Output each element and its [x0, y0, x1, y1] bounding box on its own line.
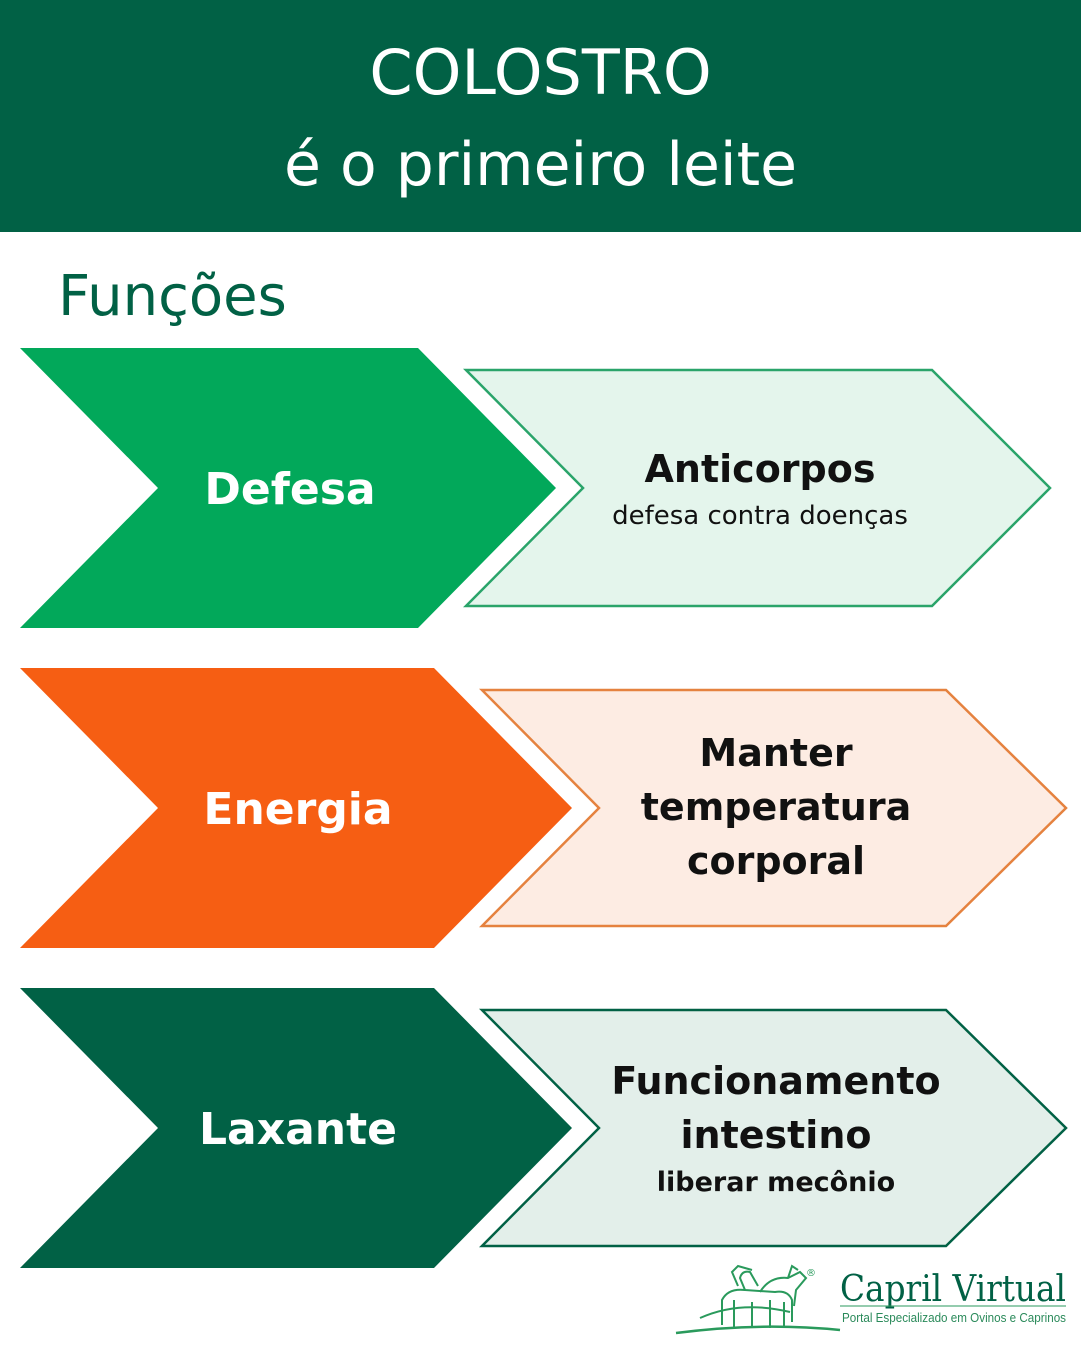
title-line-1: COLOSTRO [369, 36, 712, 109]
registered-mark: ® [806, 1268, 816, 1279]
function-chevron [20, 348, 556, 628]
function-row: Energia Manter temperatura corporal [20, 668, 1068, 948]
description-title: Funcionamento [611, 1059, 940, 1103]
goats-icon [675, 1264, 841, 1335]
description-title: corporal [687, 839, 865, 883]
function-label: Energia [203, 784, 392, 835]
function-label: Defesa [204, 464, 375, 515]
description-title: Manter [699, 731, 852, 775]
capril-virtual-logo: ® Capril Virtual Portal Especializado em… [675, 1264, 1066, 1335]
function-chevron [20, 988, 572, 1268]
function-row: Laxante Funcionamento intestino liberar mec… [20, 988, 1068, 1268]
description-chevron [479, 688, 1068, 928]
title-line-2: é o primeiro leite [283, 130, 798, 200]
function-label: Laxante [199, 1104, 397, 1155]
function-row: Defesa Anticorpos defesa contra doenças [20, 348, 1052, 628]
description-title: temperatura [641, 785, 912, 829]
section-heading: Funções [58, 264, 287, 329]
header-banner: COLOSTRO é o primeiro leite [0, 0, 1081, 232]
logo-name: Capril Virtual [840, 1269, 1066, 1310]
logo-tagline: Portal Especializado em Ovinos e Caprino… [842, 1310, 1066, 1325]
description-subtitle: defesa contra doenças [612, 501, 908, 531]
description-title: Anticorpos [645, 447, 876, 491]
description-title: intestino [681, 1113, 872, 1157]
description-subtitle: liberar mecônio [657, 1167, 895, 1198]
function-chevron [20, 668, 572, 948]
description-chevron [479, 1008, 1068, 1248]
description-chevron [463, 368, 1052, 608]
